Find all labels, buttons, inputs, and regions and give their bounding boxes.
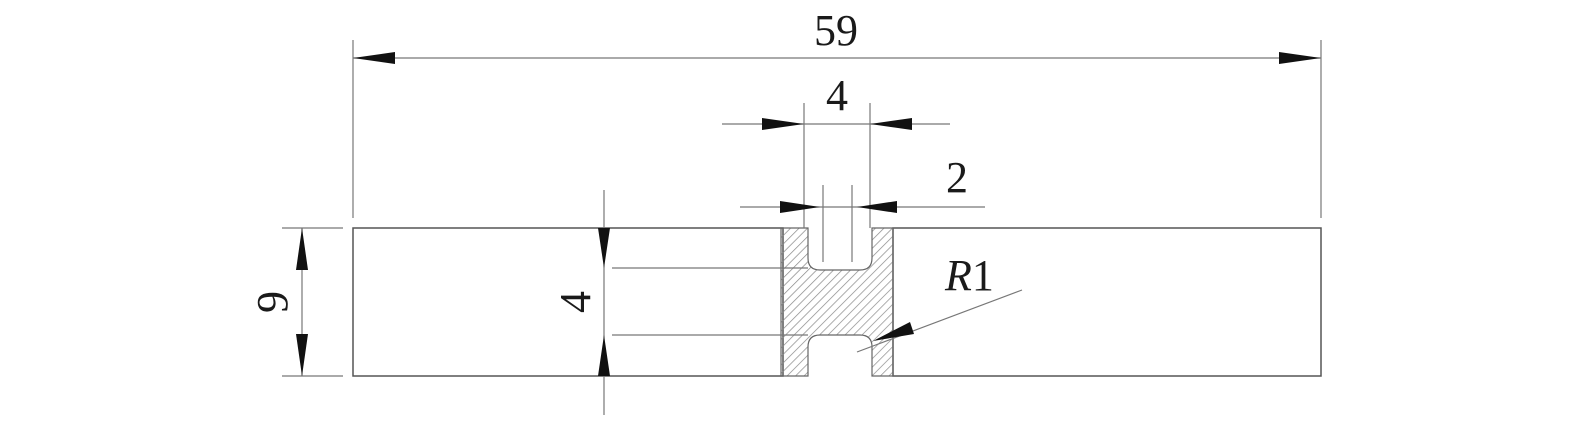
hatched-h-section <box>780 227 894 377</box>
arrow-icon <box>296 334 308 376</box>
arrow-icon <box>780 201 820 213</box>
label-slot-inner-width: 2 <box>946 153 968 202</box>
radius-prefix: R <box>944 251 972 300</box>
arrow-icon <box>870 118 912 130</box>
arrow-icon <box>598 228 610 268</box>
arrow-icon <box>873 322 914 341</box>
dimension-radius: R1 <box>856 251 1023 353</box>
specimen-body <box>352 227 1322 377</box>
radius-value: 1 <box>972 251 994 300</box>
dimension-neck-height: 4 <box>551 190 808 415</box>
label-height: 9 <box>248 291 297 313</box>
label-radius: R1 <box>944 251 994 300</box>
arrow-icon <box>353 52 395 64</box>
label-overall-length: 59 <box>814 6 858 55</box>
arrow-icon <box>296 228 308 270</box>
dimension-slot-outer-width: 4 <box>722 71 950 228</box>
dimension-slot-inner-width: 2 <box>740 153 985 262</box>
arrow-icon <box>857 201 897 213</box>
arrow-icon <box>598 335 610 376</box>
label-slot-outer-width: 4 <box>826 71 848 120</box>
dimension-overall-length: 59 <box>352 6 1322 218</box>
arrow-icon <box>762 118 804 130</box>
label-neck-height: 4 <box>551 291 600 313</box>
dimension-height: 9 <box>248 227 343 377</box>
arrow-icon <box>1279 52 1321 64</box>
